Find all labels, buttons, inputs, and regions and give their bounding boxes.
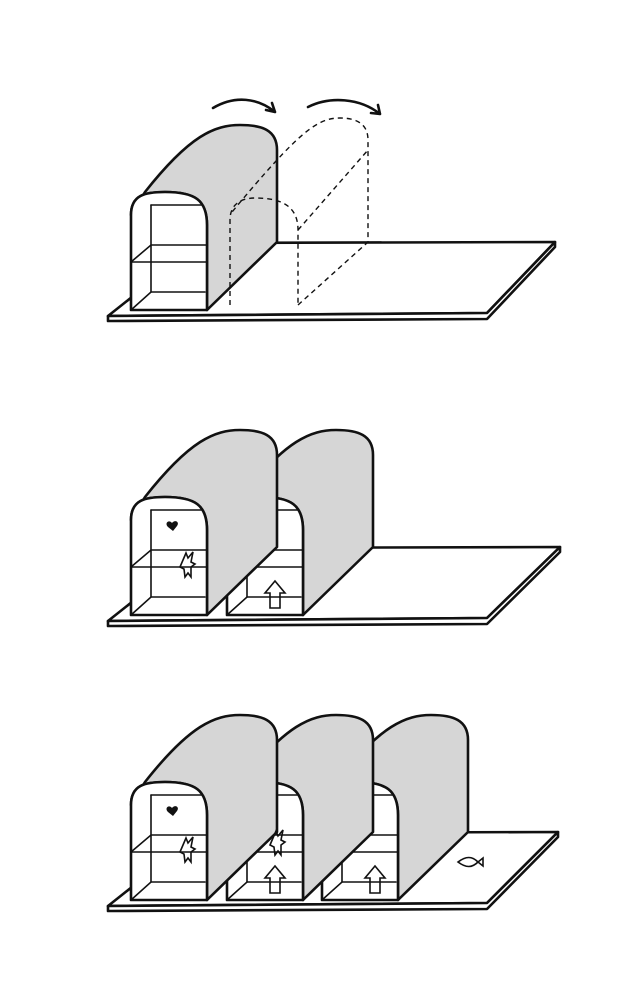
tunnel-module bbox=[129, 428, 279, 617]
shelf-lines bbox=[130, 509, 208, 616]
platform-edge bbox=[106, 830, 560, 913]
up-arrow-figure bbox=[363, 864, 387, 894]
person-figure bbox=[268, 828, 287, 858]
heart-icon bbox=[166, 806, 178, 816]
heart-icon bbox=[166, 521, 178, 531]
panel-2 bbox=[106, 428, 562, 628]
tunnel-module bbox=[129, 713, 279, 902]
person-figure bbox=[178, 550, 197, 580]
ghost-module-dashed bbox=[211, 98, 382, 306]
tunnel-module bbox=[129, 123, 279, 312]
up-arrow-figure bbox=[263, 579, 287, 609]
shelf-lines bbox=[130, 204, 208, 311]
up-arrow-figure bbox=[263, 864, 287, 894]
move-arrow-icon bbox=[211, 98, 277, 114]
move-arrow-icon bbox=[306, 98, 382, 116]
panel-1 bbox=[106, 98, 557, 323]
tunnel-front-opening bbox=[129, 780, 209, 902]
tunnel-front-opening bbox=[129, 190, 209, 312]
platform-edge bbox=[106, 240, 557, 323]
fish-figure bbox=[456, 856, 484, 868]
shelf-lines bbox=[130, 794, 208, 901]
tunnel-front-opening bbox=[129, 495, 209, 617]
platform-edge bbox=[106, 545, 562, 628]
panel-3 bbox=[106, 713, 560, 913]
person-figure bbox=[178, 835, 197, 865]
